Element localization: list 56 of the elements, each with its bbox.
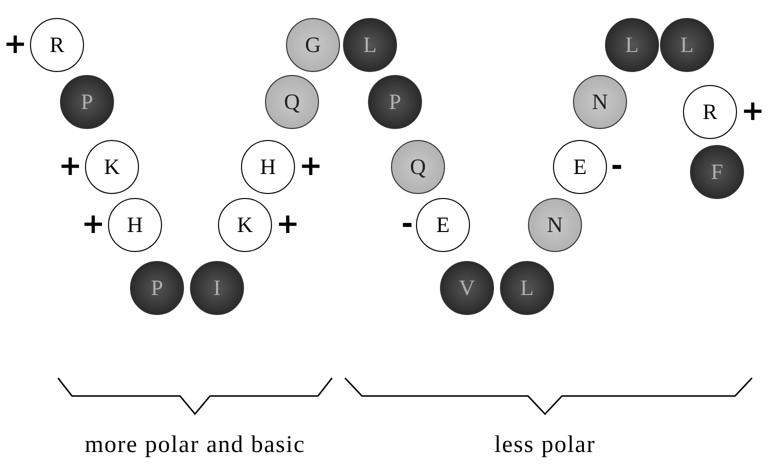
residue-circle [605, 18, 659, 72]
residue-letter: K [237, 214, 253, 236]
residue-letter: H [260, 156, 276, 178]
residue-circle [660, 18, 714, 72]
residue-circle [440, 261, 494, 315]
residue-letter: E [436, 214, 450, 236]
residue-letter: H [127, 214, 143, 236]
residue-letter: F [710, 161, 724, 183]
residue-circle [130, 261, 184, 315]
residue-circle [690, 145, 744, 199]
residue-letter: I [213, 277, 221, 299]
residue-letter: Q [410, 156, 426, 178]
residue-circle [391, 140, 445, 194]
residue-circle [500, 261, 554, 315]
residue-circle [416, 198, 470, 252]
residue-letter: K [104, 156, 120, 178]
residue-letter: R [702, 101, 718, 123]
charge-sign: + [299, 152, 322, 180]
residue-circle [573, 75, 627, 129]
residue-circle [190, 261, 244, 315]
charge-sign: + [82, 210, 105, 238]
charge-sign: + [276, 210, 300, 238]
residue-circle [683, 85, 737, 139]
residue-circle [553, 140, 607, 194]
group-label: less polar [493, 432, 597, 459]
residue-letter: L [520, 277, 534, 299]
residue-letter: P [388, 91, 402, 113]
residue-letter: E [573, 156, 587, 178]
residue-letter: L [625, 34, 639, 56]
residue-letter: N [592, 91, 608, 113]
residue-circle [241, 140, 295, 194]
charge-sign: - [401, 210, 413, 238]
residue-letter: L [680, 34, 694, 56]
residue-letter: V [459, 277, 475, 299]
residue-letter: L [363, 34, 377, 56]
residue-letter: R [50, 34, 64, 56]
residue-circle [30, 18, 84, 72]
residue-circle [528, 198, 582, 252]
residue-circle [286, 18, 340, 72]
residue-circle [265, 75, 319, 129]
charge-sign: + [58, 152, 82, 180]
residue-letter: P [80, 91, 94, 113]
residue-letter: Q [284, 91, 300, 113]
residue-circle [85, 140, 139, 194]
charge-sign: - [611, 152, 623, 180]
residue-letter: G [305, 34, 321, 56]
residue-letter: N [547, 214, 563, 236]
charge-sign: + [741, 97, 764, 125]
residue-letter: P [150, 277, 164, 299]
residue-circle [368, 75, 422, 129]
residue-circle [343, 18, 397, 72]
charge-sign: + [4, 30, 27, 58]
residue-circle [218, 198, 272, 252]
residue-circle [60, 75, 114, 129]
residue-circle [108, 198, 162, 252]
group-label: more polar and basic [84, 432, 306, 459]
